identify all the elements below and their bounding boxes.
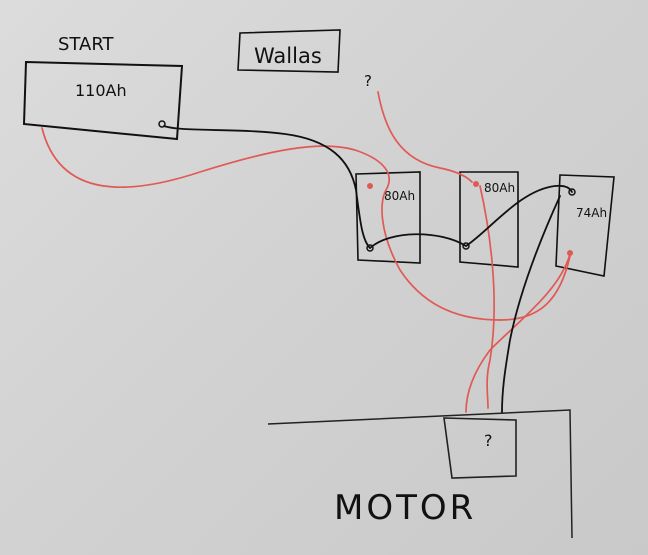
battery-b-label: 80Ah [484, 181, 515, 195]
red-wire-wallas-to-battery-b [377, 91, 473, 183]
red-wire-start-to-battery-a [41, 127, 501, 321]
black-wire-battery-b-to-c [465, 184, 573, 247]
black-wire-battery-c-to-motor [501, 195, 561, 413]
negative-wires [163, 125, 573, 413]
motor-connection-box [443, 417, 517, 479]
start-battery-label: 110Ah [75, 81, 127, 100]
start-label: START [58, 34, 115, 55]
positive-wires [41, 91, 571, 413]
black-wire-battery-a-to-b [369, 233, 467, 249]
start-negative-terminal [158, 120, 166, 128]
wallas-unknown-mark: ? [364, 72, 372, 90]
battery-a-box [355, 171, 421, 264]
motor-unknown-mark: ? [484, 431, 493, 450]
battery-c-label: 74Ah [576, 206, 607, 220]
red-wire-battery-c-to-motor [465, 253, 571, 413]
motor-outline [267, 409, 573, 539]
start-battery-box [22, 60, 184, 141]
motor-label: MOTOR [334, 488, 476, 528]
wallas-label: Wallas [254, 44, 322, 68]
battery-c-negative-terminal [568, 188, 576, 196]
battery-c-box [555, 174, 615, 277]
red-wire-battery-b-to-motor [479, 185, 495, 409]
battery-a-negative-terminal [366, 244, 374, 252]
battery-a-positive-terminal [367, 183, 373, 189]
battery-a-label: 80Ah [384, 189, 415, 203]
red-wire-battery-a-to-motor [499, 255, 571, 321]
battery-c-positive-terminal [567, 250, 573, 256]
wallas-box [237, 29, 341, 73]
battery-b-box [459, 171, 519, 268]
battery-b-positive-terminal [473, 181, 479, 187]
battery-b-negative-terminal [462, 242, 470, 250]
black-wire-start-to-battery-a [163, 125, 371, 249]
